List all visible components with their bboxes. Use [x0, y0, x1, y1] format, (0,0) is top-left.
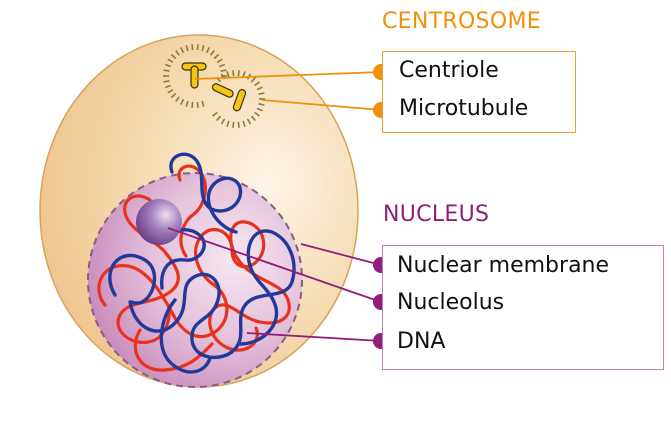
microtubule-tick	[180, 46, 185, 54]
microtubule-tick	[191, 101, 194, 108]
microtubule-ring-icon	[163, 44, 227, 108]
label-dna: DNA	[397, 329, 446, 354]
microtubule-tick	[180, 98, 185, 106]
label-centriole: Centriole	[399, 58, 499, 83]
label-microtubule: Microtubule	[399, 96, 529, 121]
microtubule-tick	[164, 84, 172, 89]
microtubule-tick	[196, 101, 199, 108]
microtubule-tick	[226, 120, 230, 127]
microtubule-tick	[254, 111, 260, 117]
microtubule-tick	[216, 58, 223, 63]
microtubule-tick	[164, 63, 172, 68]
centrosome-title: CENTROSOME	[382, 9, 541, 34]
microtubule-tick	[250, 76, 256, 83]
microtubule-tick	[201, 45, 205, 52]
microtubule-tick	[256, 86, 263, 91]
microtubule-tick	[220, 69, 227, 73]
microtubule-tick	[258, 102, 265, 106]
microtubule-tick	[254, 81, 260, 87]
microtubule-tick	[185, 100, 189, 107]
centrosome-label-box: Centriole Microtubule	[382, 51, 576, 133]
microtubule-tick	[170, 53, 177, 60]
microtubule-tick	[191, 44, 194, 51]
microtubule-tick	[232, 70, 235, 77]
microtubule-tick	[210, 49, 215, 56]
label-nucleolus: Nucleolus	[397, 290, 505, 315]
microtubule-tick	[213, 53, 220, 60]
microtubule-tick	[218, 63, 226, 68]
centriole-icon	[181, 62, 247, 112]
nucleolus	[136, 199, 182, 245]
microtubule-tick	[167, 89, 174, 94]
microtubule-tick	[205, 46, 210, 54]
microtubule-tick	[232, 121, 235, 128]
nucleus	[88, 173, 302, 387]
microtubule-tick	[196, 44, 199, 51]
microtubule-tick	[242, 71, 246, 78]
microtubule-tick	[237, 121, 240, 128]
microtubule-tick	[258, 92, 265, 96]
microtubule-tick	[201, 100, 205, 107]
microtubule-tick	[250, 115, 256, 122]
microtubule-tick	[226, 71, 230, 78]
microtubule-tick	[185, 45, 189, 52]
nuclear-membrane	[87, 172, 303, 388]
microtubule-tick	[170, 92, 177, 99]
microtubule-tick	[216, 115, 222, 122]
nucleus-leader-lines	[167, 227, 382, 342]
microtubule-tick	[220, 118, 226, 125]
microtubule-tick	[163, 79, 170, 83]
dna-strand-blue	[108, 152, 296, 374]
microtubule-tick	[242, 120, 246, 127]
microtubule-tick	[175, 96, 180, 103]
nucleus-title: NUCLEUS	[383, 202, 490, 227]
microtubule-tick	[212, 111, 218, 117]
microtubule-tick	[246, 118, 252, 125]
microtubule-tick	[167, 58, 174, 63]
microtubule-tick	[237, 70, 240, 77]
centrosome-leader-lines	[194, 71, 382, 111]
microtubule-tick	[163, 69, 170, 73]
microtubule-tick	[175, 49, 180, 56]
nucleus-label-box: Nuclear membrane Nucleolus DNA	[382, 245, 664, 370]
label-nuclear-membrane: Nuclear membrane	[397, 253, 610, 278]
microtubule-tick	[256, 107, 263, 112]
